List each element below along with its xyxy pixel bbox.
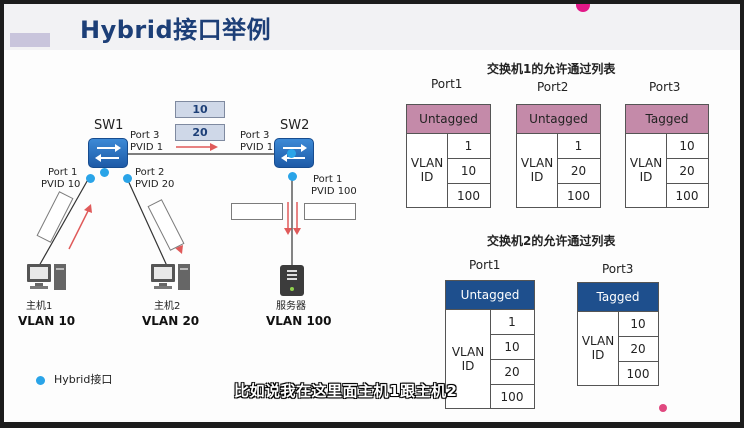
legend-label: Hybrid接口	[54, 373, 113, 386]
arrow-server-2-head	[293, 228, 301, 235]
host1-vlan: VLAN 10	[18, 314, 76, 328]
arrow-host1	[68, 208, 90, 250]
legend-hybrid-dot	[36, 376, 45, 385]
host2-pc-icon[interactable]	[148, 262, 194, 298]
sw2-port3-title: Port3	[602, 262, 634, 276]
sw1-port3-vlan-3: 100	[666, 183, 708, 208]
sw1-port2-vlan-3: 100	[557, 183, 600, 208]
host1-pc-icon[interactable]	[24, 262, 70, 298]
decorative-blob	[576, 4, 590, 12]
sw1-port3-label: Port 3	[130, 130, 160, 141]
sw1-port1-vlan-3: 100	[447, 183, 490, 208]
sw1-port3-title: Port3	[649, 80, 681, 94]
hybrid-port-dot	[287, 149, 296, 158]
video-subtitle: 比如说我在这里面主机1跟主机2	[234, 382, 458, 400]
sw2-pvid3-label: PVID 1	[240, 142, 274, 153]
sw2-port1-mode: Untagged	[446, 281, 534, 310]
host2-vlan: VLAN 20	[142, 314, 200, 328]
sw2-port1-vlan-2: 10	[490, 334, 534, 359]
sw1-pvid2-label: PVID 20	[135, 179, 175, 190]
sw2-port1-title: Port1	[469, 258, 501, 272]
hybrid-port-dot	[288, 172, 297, 181]
decorative-corner-mark	[659, 404, 667, 412]
trunk-vlan-tag-10: 10	[175, 101, 225, 118]
sw2-port1-vlan-4: 100	[490, 384, 534, 408]
frame-server-right	[304, 203, 356, 220]
sw1-table-title: 交换机1的允许通过列表	[487, 62, 616, 76]
sw2-port1-label: Port 1	[313, 174, 343, 185]
sw2-port1-vlan-3: 20	[490, 359, 534, 384]
page-title: Hybrid接口举例	[80, 16, 272, 44]
link-sw1-host1	[38, 175, 91, 267]
sw1-switch-icon[interactable]	[88, 138, 128, 168]
switch-arrows-icon	[281, 144, 307, 162]
sw2-port1-vlan-1: 1	[508, 314, 516, 329]
arrow-trunk-head	[210, 143, 218, 151]
hybrid-port-dot	[100, 168, 109, 177]
sw1-port2-label: Port 2	[135, 167, 165, 178]
sw1-port1-title: Port1	[431, 77, 463, 91]
sw1-port3-vlan-1: 10	[679, 138, 695, 153]
host2-name: 主机2	[154, 301, 181, 312]
arrow-host1-head	[84, 204, 92, 213]
sw1-port1-mode: Untagged	[407, 105, 490, 134]
sw1-pvid1-label: PVID 10	[41, 179, 81, 190]
sw2-port3-mode: Tagged	[578, 283, 658, 312]
sw1-port3-mode: Tagged	[626, 105, 708, 134]
trunk-vlan-tag-20: 20	[175, 124, 225, 141]
sw2-port3-vlan-3: 100	[618, 361, 658, 386]
sw2-port3-vlan-1: 10	[630, 316, 646, 331]
sw1-label: SW1	[94, 118, 124, 133]
server-name: 服务器	[276, 301, 306, 312]
sw1-port2-title: Port2	[537, 80, 569, 94]
server-vlan: VLAN 100	[266, 314, 332, 328]
sw2-port3-label: Port 3	[240, 130, 270, 141]
sw2-port3-vlan-2: 20	[618, 336, 658, 361]
sw1-pvid3-label: PVID 1	[130, 142, 164, 153]
sw1-port3-vlan-2: 20	[666, 158, 708, 183]
title-accent	[10, 33, 50, 47]
server-icon[interactable]	[278, 264, 306, 298]
sw1-port1-vlan-1: 1	[464, 138, 473, 153]
hybrid-port-dot	[86, 174, 95, 183]
sw2-label: SW2	[280, 118, 310, 133]
frame-server-left	[231, 203, 283, 220]
sw2-table-title: 交换机2的允许通过列表	[487, 234, 616, 248]
slide: Hybrid接口举例 10 20	[4, 4, 740, 422]
arrow-server-1-head	[284, 228, 292, 235]
title-bar	[4, 4, 740, 50]
host1-name: 主机1	[26, 301, 53, 312]
link-sw1-host2	[125, 175, 168, 267]
sw2-pvid1-label: PVID 100	[311, 186, 357, 197]
sw1-port2-vlan-2: 20	[557, 158, 600, 183]
sw1-port1-vlan-2: 10	[447, 158, 490, 183]
hybrid-port-dot	[123, 174, 132, 183]
switch-arrows-icon	[95, 144, 121, 162]
sw1-port1-label: Port 1	[48, 167, 78, 178]
sw1-port2-vlan-1: 1	[574, 138, 583, 153]
sw1-port2-mode: Untagged	[517, 105, 600, 134]
